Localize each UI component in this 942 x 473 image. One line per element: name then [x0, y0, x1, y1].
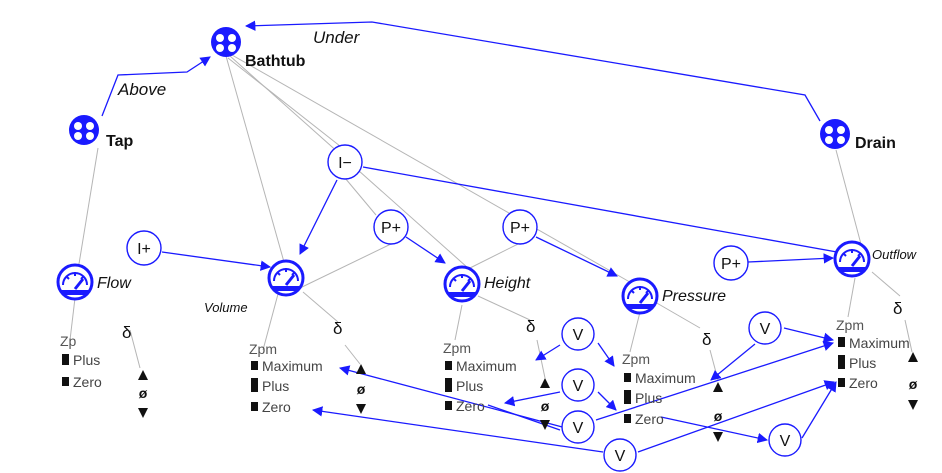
quantity-space-pressure: Zpm Maximum Plus Zero [622, 351, 696, 427]
derivative-flow: δ ø [122, 323, 148, 418]
svg-text:ø: ø [357, 381, 366, 397]
quantity-space-name: Zpm [249, 341, 277, 357]
quantity-space-value[interactable]: Maximum [262, 358, 323, 374]
quantity-space-value[interactable]: Plus [635, 390, 662, 406]
entity-label-drain: Drain [855, 135, 896, 152]
correspondence-node-6[interactable]: V [768, 423, 802, 457]
gauge-icon [267, 259, 305, 297]
svg-text:ø: ø [139, 385, 148, 401]
derivative-pressure: δ ø [702, 330, 723, 442]
svg-text:ø: ø [541, 398, 550, 414]
correspondence-node-1[interactable]: V [561, 317, 595, 351]
proportionality-node-2[interactable]: P+ [502, 209, 538, 245]
gauge-icon [443, 265, 481, 303]
delta-symbol: δ [702, 330, 711, 349]
svg-text:P+: P+ [510, 220, 530, 237]
svg-text:V: V [760, 321, 771, 338]
quantity-space-value[interactable]: Plus [849, 355, 876, 371]
quantity-space-height: Zpm Maximum Plus Zero [443, 340, 517, 414]
gauge-icon [833, 240, 871, 278]
svg-text:ø: ø [909, 376, 918, 392]
relation-label-under: Under [313, 28, 361, 47]
quantity-space-name: Zpm [622, 351, 650, 367]
influence-node-i-plus[interactable]: I+ [126, 230, 162, 266]
quantity-space-value[interactable]: Plus [456, 378, 483, 394]
quantity-label-volume: Volume [204, 300, 248, 315]
grey-connection-lines [69, 54, 913, 381]
svg-text:V: V [615, 448, 626, 465]
derivative-arrows-icon[interactable]: ø [713, 382, 723, 442]
quantity-space-flow: Zp Plus Zero [60, 333, 102, 390]
svg-text:V: V [573, 378, 584, 395]
svg-text:P+: P+ [721, 256, 741, 273]
correspondence-node-5[interactable]: V [748, 311, 782, 345]
svg-text:I+: I+ [137, 241, 151, 258]
quantity-label-pressure: Pressure [662, 288, 726, 305]
svg-text:V: V [573, 420, 584, 437]
blue-connection-lines [101, 20, 850, 453]
quantity-space-value[interactable]: Plus [73, 352, 100, 368]
derivative-arrows-icon[interactable]: ø [908, 352, 918, 410]
quantity-pressure[interactable]: Pressure [621, 277, 726, 315]
quantity-space-value[interactable]: Zero [456, 398, 485, 414]
quantity-height[interactable]: Height [443, 265, 531, 303]
correspondence-node-4[interactable]: V [603, 438, 637, 472]
svg-text:I−: I− [338, 155, 352, 172]
derivative-outflow: δ ø [893, 299, 918, 410]
entity-drain[interactable]: Drain [820, 119, 896, 152]
quantity-space-value[interactable]: Plus [262, 378, 289, 394]
quantity-outflow[interactable]: Outflow [833, 240, 918, 278]
quantity-label-height: Height [484, 275, 531, 292]
influence-node-i-minus[interactable]: I− [327, 144, 363, 180]
quantity-space-outflow: Zpm Maximum Plus Zero [836, 317, 910, 391]
svg-text:V: V [573, 327, 584, 344]
delta-symbol: δ [526, 317, 535, 336]
svg-text:ø: ø [714, 408, 723, 424]
gauge-icon [56, 263, 94, 301]
quantity-space-value[interactable]: Zero [262, 399, 291, 415]
entity-icon [820, 119, 850, 149]
entity-tap[interactable]: Tap [69, 115, 133, 150]
relation-label-above: Above [117, 80, 166, 99]
derivative-volume: δ ø [333, 319, 366, 414]
quantity-space-value[interactable]: Maximum [635, 370, 696, 386]
correspondence-node-3[interactable]: V [561, 410, 595, 444]
quantity-space-value[interactable]: Zero [849, 375, 878, 391]
derivative-arrows-icon[interactable]: ø [138, 370, 148, 418]
proportionality-node-3[interactable]: P+ [713, 245, 749, 281]
derivative-arrows-icon[interactable]: ø [356, 364, 366, 414]
derivative-arrows-icon[interactable]: ø [540, 378, 550, 430]
svg-text:P+: P+ [381, 220, 401, 237]
quantity-space-value[interactable]: Maximum [456, 358, 517, 374]
quantity-space-name: Zp [60, 333, 77, 349]
quantity-label-outflow: Outflow [872, 247, 918, 262]
delta-symbol: δ [122, 323, 131, 342]
delta-symbol: δ [333, 319, 342, 338]
svg-text:V: V [780, 433, 791, 450]
delta-symbol: δ [893, 299, 902, 318]
derivative-height: δ ø [526, 317, 550, 430]
quantity-space-volume: Zpm Maximum Plus Zero [249, 341, 323, 415]
correspondence-node-2[interactable]: V [561, 368, 595, 402]
entity-label-tap: Tap [106, 133, 133, 150]
quantity-space-value[interactable]: Zero [73, 374, 102, 390]
quantity-space-name: Zpm [443, 340, 471, 356]
gauge-icon [621, 277, 659, 315]
entity-icon [69, 115, 99, 145]
quantity-flow[interactable]: Flow [56, 263, 132, 301]
quantity-space-value[interactable]: Zero [635, 411, 664, 427]
quantity-space-value[interactable]: Maximum [849, 335, 910, 351]
entity-icon [211, 27, 241, 57]
quantity-space-name: Zpm [836, 317, 864, 333]
entity-bathtub[interactable]: Bathtub [211, 27, 306, 70]
entity-label-bathtub: Bathtub [245, 53, 306, 70]
quantity-volume[interactable]: Volume [204, 259, 305, 315]
proportionality-node-1[interactable]: P+ [373, 209, 409, 245]
quantity-label-flow: Flow [97, 275, 132, 292]
